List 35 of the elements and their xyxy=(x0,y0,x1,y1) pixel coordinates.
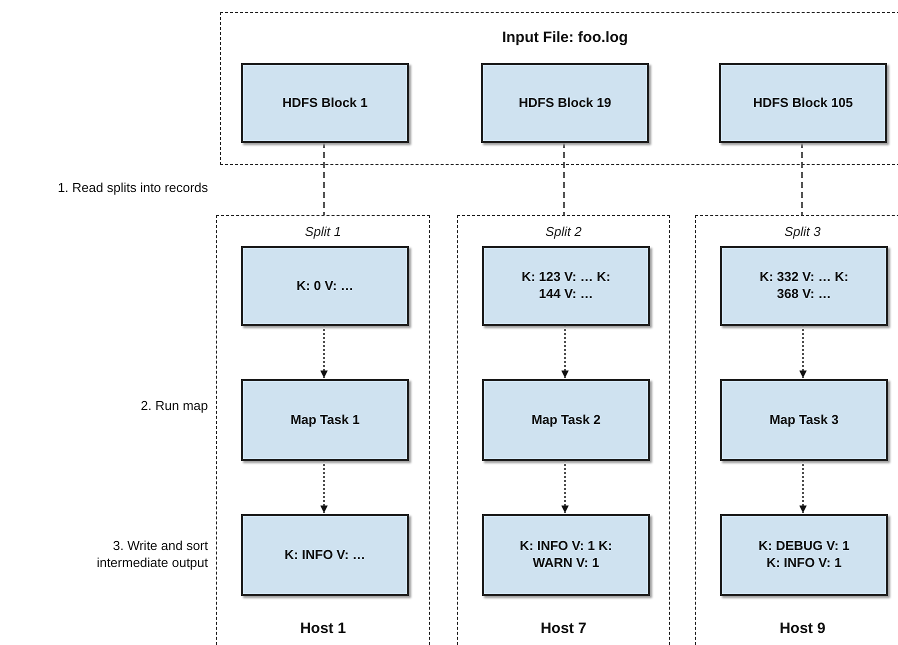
connector xyxy=(799,325,807,378)
split-label: Split 2 xyxy=(544,224,583,239)
process-box: K: INFO V: … xyxy=(241,514,409,596)
split-label: Split 1 xyxy=(304,224,342,239)
process-box: K: DEBUG V: 1 K: INFO V: 1 xyxy=(720,514,888,596)
connector xyxy=(320,460,328,513)
process-box: K: INFO V: 1 K: WARN V: 1 xyxy=(482,514,650,596)
process-box: HDFS Block 19 xyxy=(481,63,649,143)
host-label: Host 1 xyxy=(299,620,347,637)
dashed-group xyxy=(457,215,670,645)
step-label: 3. Write and sort intermediate output xyxy=(96,538,208,572)
connector xyxy=(801,142,803,215)
process-box: Map Task 1 xyxy=(241,379,409,461)
connector xyxy=(799,460,807,513)
connector xyxy=(563,142,565,215)
connector xyxy=(561,460,569,513)
split-label: Split 3 xyxy=(783,224,822,239)
dashed-group xyxy=(695,215,898,645)
step-label: 2. Run map xyxy=(140,398,208,415)
group-title: Input File: foo.log xyxy=(501,29,629,46)
dashed-group xyxy=(216,215,430,645)
connector xyxy=(323,142,325,215)
process-box: Map Task 2 xyxy=(482,379,650,461)
process-box: HDFS Block 1 xyxy=(241,63,409,143)
connector xyxy=(320,325,328,378)
process-box: K: 0 V: … xyxy=(241,246,409,326)
dashed-group xyxy=(220,12,898,165)
process-box: K: 332 V: … K: 368 V: … xyxy=(720,246,888,326)
process-box: Map Task 3 xyxy=(720,379,888,461)
host-label: Host 7 xyxy=(540,620,588,637)
process-box: K: 123 V: … K: 144 V: … xyxy=(482,246,650,326)
connector xyxy=(561,325,569,378)
step-label: 1. Read splits into records xyxy=(56,180,208,197)
process-box: HDFS Block 105 xyxy=(719,63,887,143)
host-label: Host 9 xyxy=(778,620,826,637)
